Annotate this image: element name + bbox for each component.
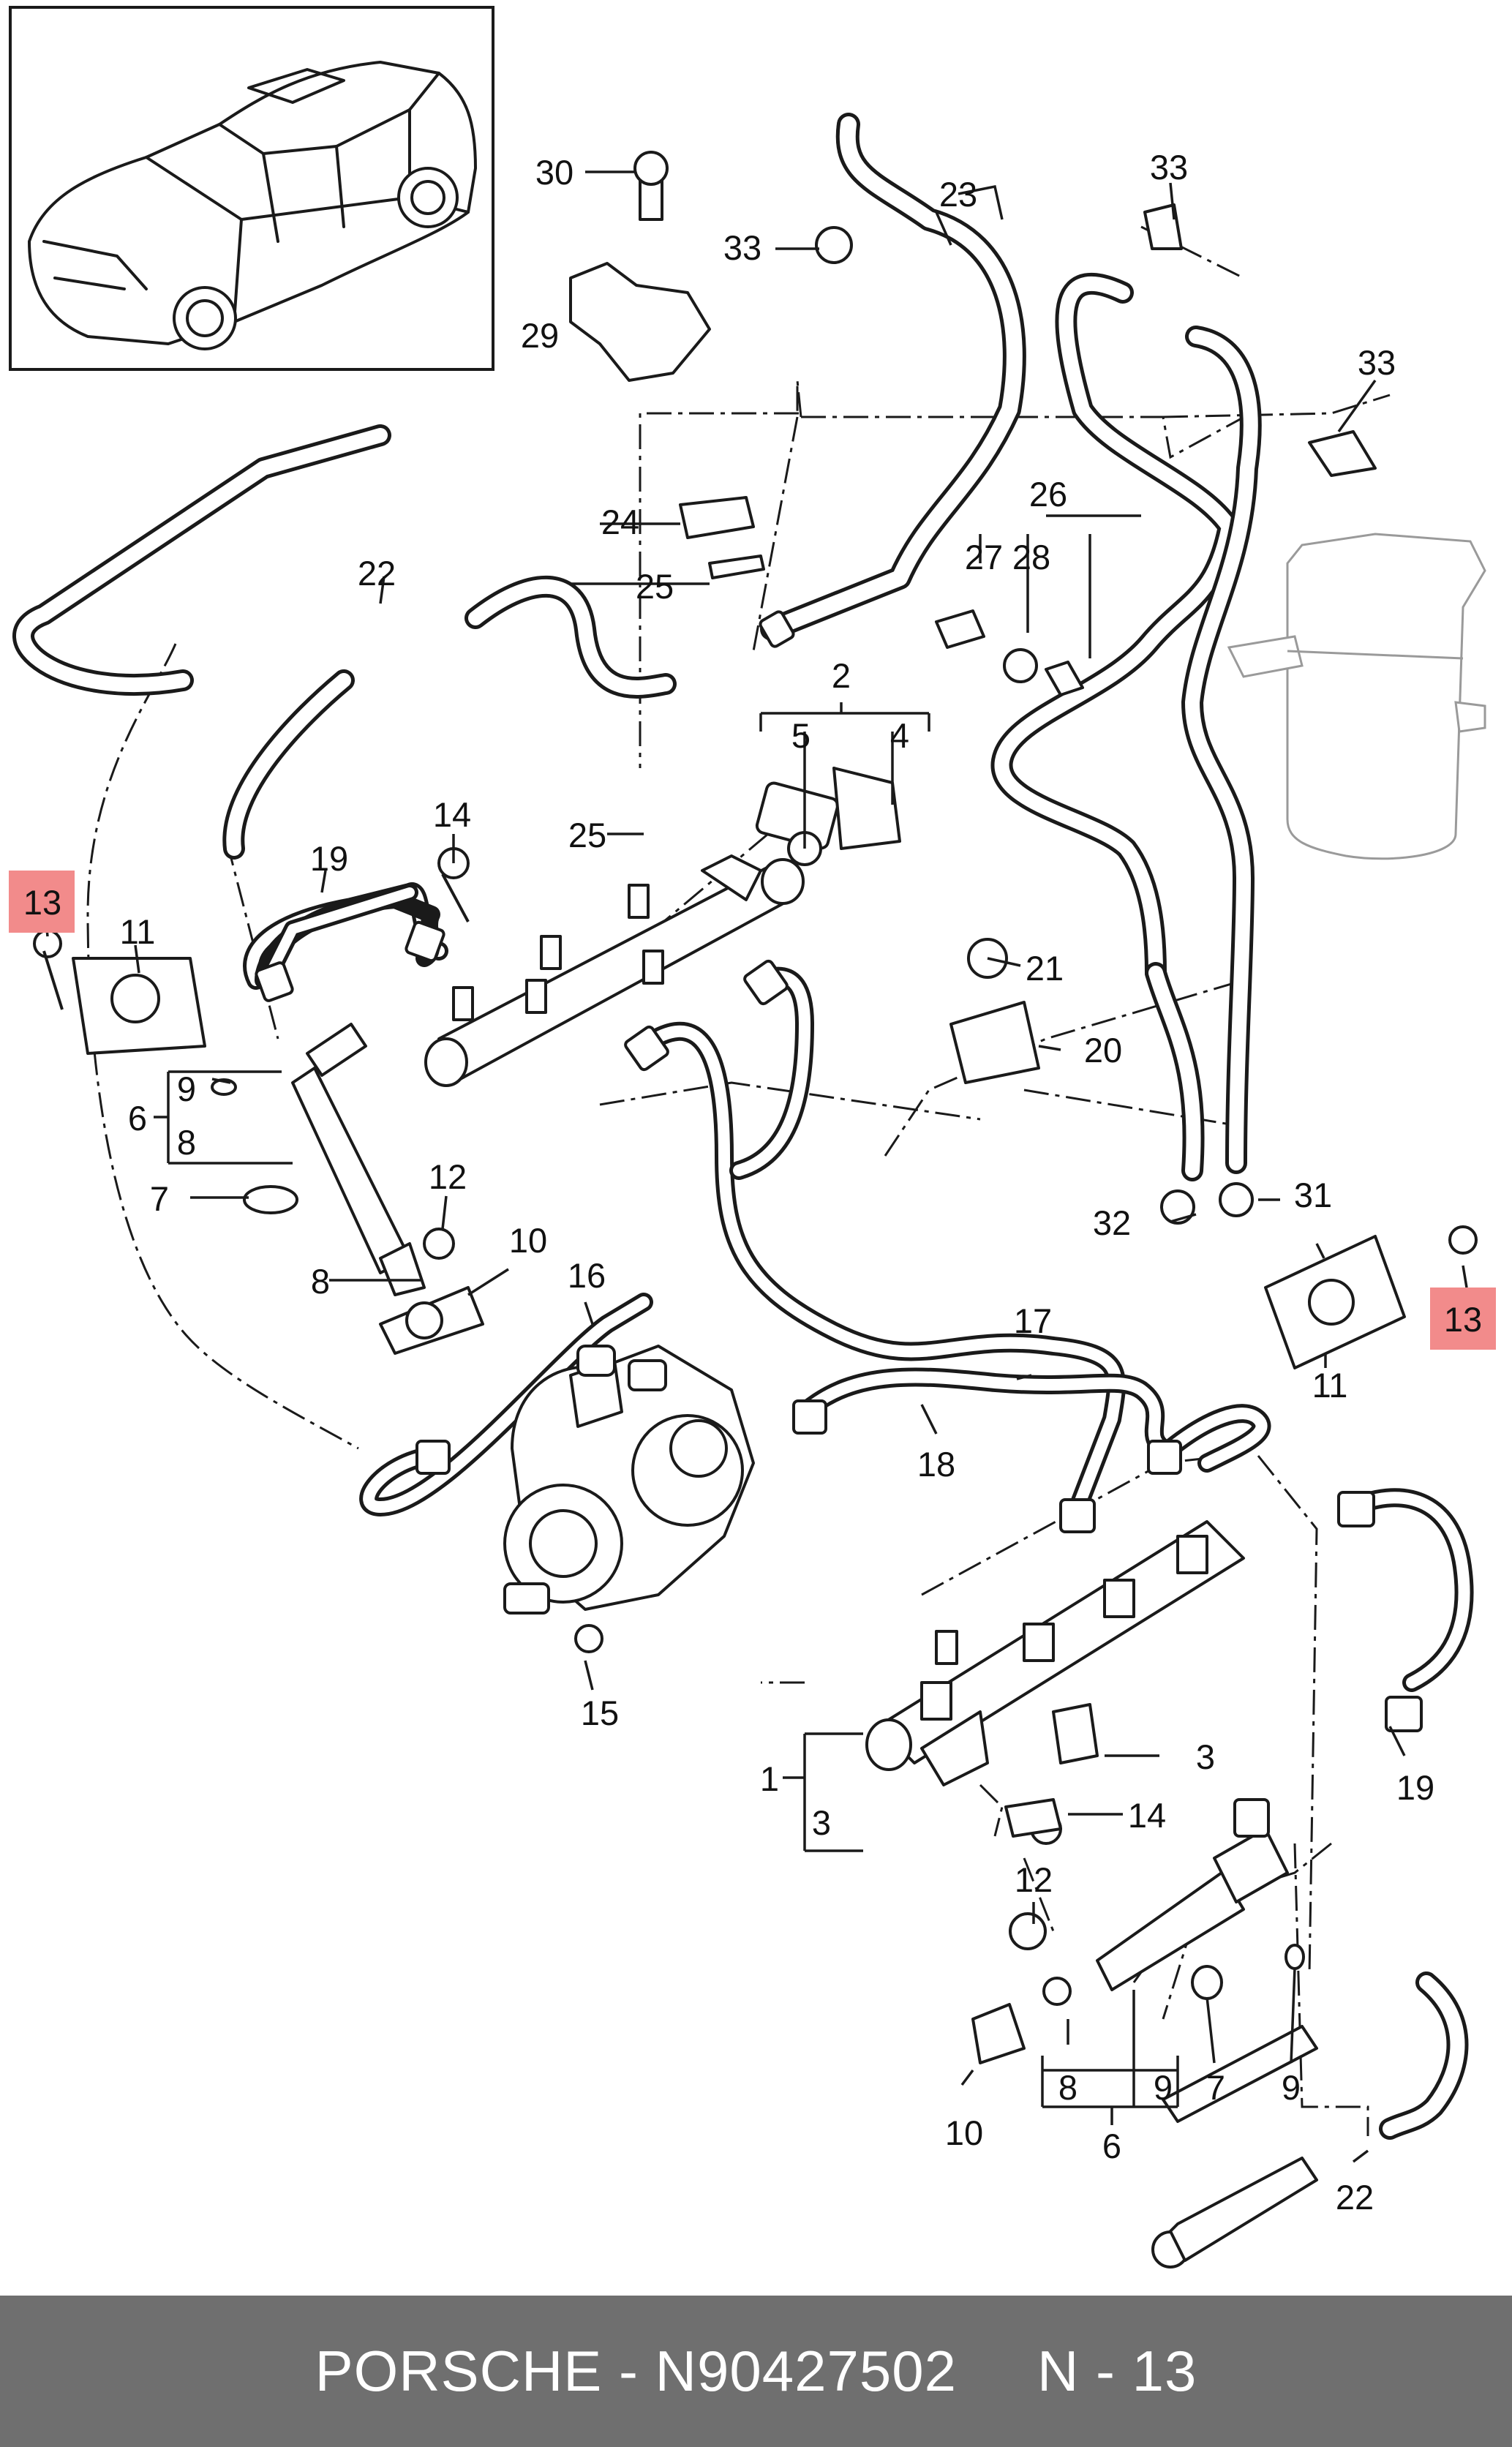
callout-22: 22 <box>358 554 396 593</box>
callout-25: 25 <box>568 816 606 854</box>
callout-30: 30 <box>535 153 573 192</box>
callout-15: 15 <box>581 1694 619 1732</box>
brand-part-number: PORSCHE - N90427502 <box>315 2339 957 2403</box>
callout-labels: 30 29 33 23 33 33 26 27 28 24 25 22 2 5 … <box>23 148 1482 2217</box>
callout-13-highlight-left <box>9 871 75 933</box>
callout-2: 2 <box>832 656 851 695</box>
callout-4: 4 <box>890 716 909 755</box>
callout-28: 28 <box>1012 538 1050 576</box>
callout-12: 12 <box>1015 1860 1053 1899</box>
callout-11: 11 <box>120 912 156 951</box>
callout-17: 17 <box>1014 1301 1052 1340</box>
callout-13: 13 <box>23 883 61 922</box>
callout-13: 13 <box>1444 1300 1482 1339</box>
callout-3: 3 <box>812 1803 831 1842</box>
injector-right <box>1042 1798 1305 2006</box>
callout-33: 33 <box>1150 148 1188 187</box>
callout-24: 24 <box>601 503 639 541</box>
callout-6: 6 <box>1102 2127 1121 2165</box>
callout-25: 25 <box>636 567 674 606</box>
callout-leaders <box>44 170 1468 2163</box>
callout-9: 9 <box>1282 2068 1301 2107</box>
callout-31: 31 <box>1294 1176 1332 1214</box>
callout-29: 29 <box>521 316 559 355</box>
fuel-filter-housing <box>1227 533 1486 860</box>
callout-8: 8 <box>177 1123 196 1162</box>
injector-left <box>211 1023 426 1296</box>
fuel-hoses <box>12 113 1469 2140</box>
callout-9: 9 <box>1154 2068 1173 2107</box>
part-footer: PORSCHE - N90427502 N - 13 <box>0 2296 1512 2447</box>
vehicle-thumbnail <box>9 6 494 371</box>
callout-16: 16 <box>568 1256 606 1295</box>
callout-10: 10 <box>509 1221 547 1260</box>
callout-7: 7 <box>1206 2068 1225 2107</box>
callout-33: 33 <box>1358 343 1396 382</box>
fuel-rail-right <box>865 1520 1245 1786</box>
callout-8: 8 <box>1058 2068 1077 2107</box>
fuel-rail-left <box>424 854 805 1087</box>
callout-12: 12 <box>429 1157 467 1196</box>
callout-19: 19 <box>1396 1768 1434 1807</box>
callout-6: 6 <box>128 1099 147 1138</box>
callout-1: 1 <box>760 1759 779 1798</box>
callout-5: 5 <box>791 716 810 755</box>
diagram-reference: N - 13 <box>1037 2339 1197 2403</box>
callout-3: 3 <box>1196 1737 1215 1776</box>
callout-20: 20 <box>1084 1031 1122 1070</box>
pipe-fittings <box>255 610 1423 1732</box>
callout-13-highlight-right <box>1430 1288 1496 1350</box>
callout-21: 21 <box>1026 949 1064 988</box>
callout-26: 26 <box>1029 475 1067 514</box>
callout-14: 14 <box>1128 1796 1166 1835</box>
callout-23: 23 <box>939 175 977 214</box>
callout-32: 32 <box>1093 1203 1131 1242</box>
callout-19: 19 <box>310 839 348 878</box>
callout-11: 11 <box>1312 1366 1348 1405</box>
callout-18: 18 <box>917 1445 955 1484</box>
callout-10: 10 <box>945 2113 983 2152</box>
callout-8: 8 <box>311 1262 330 1301</box>
callout-27: 27 <box>965 538 1003 576</box>
high-pressure-pump <box>503 1345 755 1653</box>
callout-14: 14 <box>433 795 471 834</box>
callout-7: 7 <box>150 1179 169 1218</box>
fuel-system-exploded-diagram: 30 29 33 23 33 33 26 27 28 24 25 22 2 5 … <box>9 6 1496 2269</box>
callout-33: 33 <box>723 228 761 267</box>
clamps-brackets <box>33 151 1478 2269</box>
callout-22: 22 <box>1336 2178 1374 2217</box>
callout-9: 9 <box>177 1070 196 1108</box>
